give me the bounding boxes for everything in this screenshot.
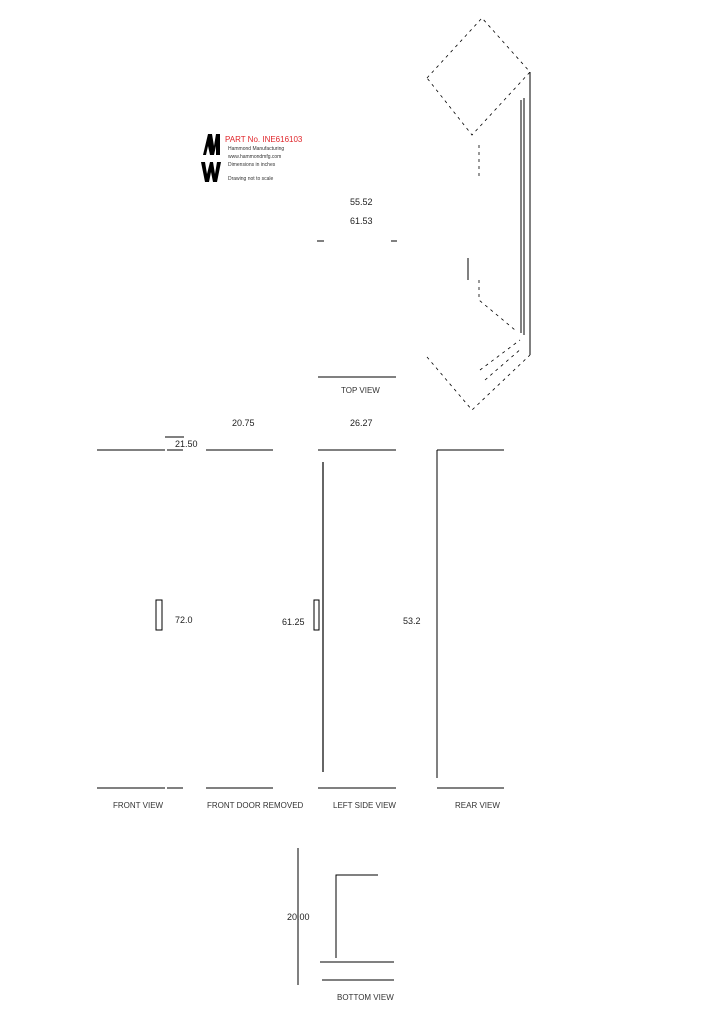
- logo-line3: Dimensions in inches: [228, 162, 276, 168]
- top-view-label: TOP VIEW: [341, 386, 380, 395]
- front-door-removed-view: 61.25 FRONT DOOR REMOVED: [206, 449, 305, 810]
- left-side-view: 53.2 LEFT SIDE VIEW: [313, 449, 421, 810]
- top-view: 55.52 61.53 TOP VIEW: [317, 197, 397, 395]
- dim-front-width: 21.50: [175, 439, 198, 449]
- top-dim-1: 55.52: [350, 197, 373, 207]
- front-view: 72.0 FRONT VIEW: [97, 449, 193, 810]
- top-dim-2: 61.53: [350, 216, 373, 226]
- dim-left-side-width: 26.27: [350, 418, 373, 428]
- dim-bottom-depth: 20.00: [287, 912, 310, 922]
- website: www.hammondmfg.com: [228, 154, 281, 160]
- logo: PART No. INE616103 Hammond Manufacturing…: [201, 134, 303, 182]
- bottom-view-label: BOTTOM VIEW: [337, 993, 394, 1002]
- left-side-label: LEFT SIDE VIEW: [333, 801, 396, 810]
- front-door-removed-label: FRONT DOOR REMOVED: [207, 801, 304, 810]
- bottom-view: 20.00 BOTTOM VIEW: [287, 848, 394, 1002]
- dim-front-door-removed-width: 20.75: [232, 418, 255, 428]
- rear-view-label: REAR VIEW: [455, 801, 500, 810]
- isometric-view: [426, 17, 531, 411]
- dim-door-removed-height: 61.25: [282, 617, 305, 627]
- logo-line4: Drawing not to scale: [228, 176, 274, 182]
- part-number: PART No. INE616103: [225, 135, 303, 144]
- tagline: Hammond Manufacturing: [228, 146, 284, 152]
- rear-view: REAR VIEW: [436, 449, 504, 810]
- front-view-label: FRONT VIEW: [113, 801, 164, 810]
- dim-front-height: 72.0: [175, 615, 193, 625]
- dim-left-side-height: 53.2: [403, 616, 421, 626]
